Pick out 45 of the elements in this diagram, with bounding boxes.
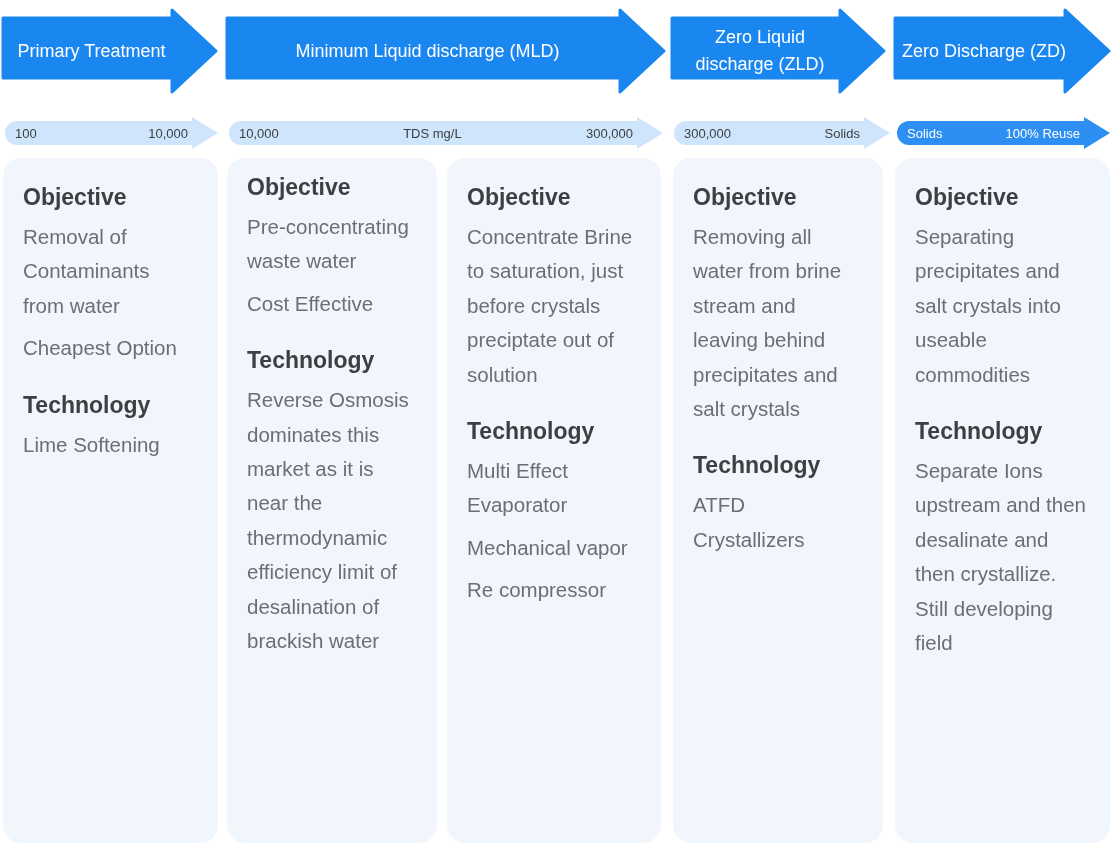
section-text: Mechanical vapor bbox=[467, 534, 629, 561]
stage-label: Minimum Liquid discharge (MLD) bbox=[294, 39, 561, 63]
section-heading: Objective bbox=[467, 183, 572, 212]
section-text: Removing all water from brine stream and leaving behind precipitates and salt crystals bbox=[693, 224, 843, 423]
section-heading: Technology bbox=[247, 346, 376, 376]
section-text: Multi Effect Evaporator bbox=[467, 458, 570, 519]
range-value: 10,000 bbox=[239, 125, 279, 141]
section-heading: Technology bbox=[693, 451, 822, 481]
range-banner bbox=[895, 117, 1110, 149]
range-banner bbox=[3, 117, 218, 149]
range-value: TDS mg/L bbox=[403, 125, 462, 141]
section-heading: Objective bbox=[247, 173, 352, 202]
section-heading: Objective bbox=[915, 183, 1020, 212]
stage-banner bbox=[3, 10, 216, 92]
section-heading: Objective bbox=[23, 183, 128, 212]
stage-banner bbox=[895, 10, 1109, 92]
range-value: 300,000 bbox=[684, 125, 731, 141]
range-value: 100 bbox=[15, 125, 37, 141]
section-text: ATFD Crystallizers bbox=[693, 492, 806, 553]
section-text: Pre-concentrating waste water bbox=[247, 214, 410, 275]
section-text: Concentrate Brine to saturation, just before crystals preciptate out of solution bbox=[467, 224, 634, 388]
range-value: 300,000 bbox=[586, 125, 633, 141]
range-value: Solids bbox=[907, 125, 943, 141]
section-heading: Objective bbox=[693, 183, 798, 212]
section-text: Cost Effective bbox=[247, 290, 375, 317]
range-banner bbox=[672, 117, 890, 149]
section-heading: Technology bbox=[23, 390, 152, 420]
stage-label: Primary Treatment bbox=[16, 39, 167, 63]
range-value: 10,000 bbox=[148, 125, 188, 141]
section-text: Separating precipitates and salt crystals into useable commodities bbox=[915, 224, 1062, 388]
stage-banner bbox=[227, 10, 664, 92]
stage-banner bbox=[672, 10, 884, 92]
section-heading: Technology bbox=[915, 417, 1044, 447]
section-heading: Technology bbox=[467, 417, 596, 447]
stage-label: Zero Liquid discharge (ZLD) bbox=[694, 26, 826, 76]
range-banner bbox=[227, 117, 663, 149]
section-text: Cheapest Option bbox=[23, 335, 178, 362]
section-text: Separate Ions upstream and then desalinate and then crystallize. Still developing field bbox=[915, 458, 1087, 657]
stage-label: Zero Discharge (ZD) bbox=[901, 39, 1067, 63]
section-text: Re compressor bbox=[467, 577, 607, 604]
section-text: Lime Softening bbox=[23, 431, 161, 458]
section-text: Removal of Contaminants from water bbox=[23, 224, 151, 319]
section-text: Reverse Osmosis dominates this market as it is near the thermodynamic efficiency limit of desalination of brackish water bbox=[247, 387, 410, 655]
range-value: Solids bbox=[824, 125, 860, 141]
range-value: 100% Reuse bbox=[1005, 125, 1080, 141]
